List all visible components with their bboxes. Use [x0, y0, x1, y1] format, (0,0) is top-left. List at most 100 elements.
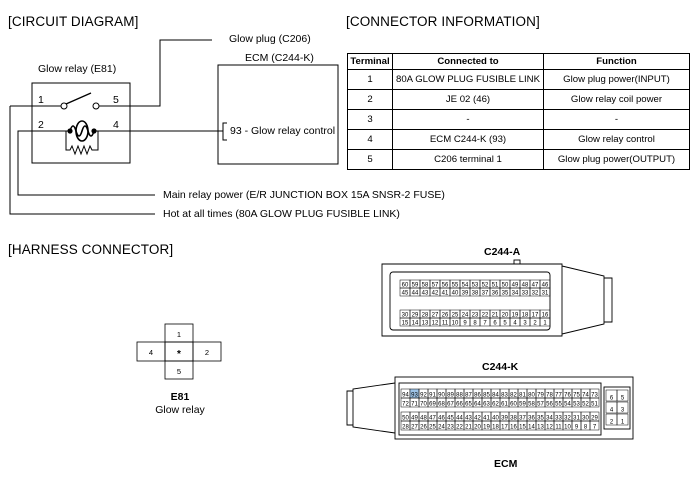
connector-pin-label: 17	[501, 425, 508, 431]
cell-terminal: 5	[347, 149, 393, 170]
connector-pin-label: 17	[532, 313, 539, 319]
connector-pin-label: 13	[422, 321, 429, 327]
connector-pin-label: 55	[555, 402, 562, 408]
connector-pin-label: 2	[533, 321, 537, 327]
cell-function: Glow relay control	[543, 129, 690, 150]
connector-pin-label: 53	[573, 402, 580, 408]
connector-pin-label: 35	[537, 416, 544, 422]
connector-pin-label: 93	[411, 393, 418, 399]
c244k-name: C244-K	[482, 361, 519, 373]
connector-pin-label: 2	[610, 420, 614, 426]
header-function: Function	[543, 53, 690, 70]
connector-pin-label: 83	[501, 393, 508, 399]
connector-pin-label: 30	[582, 416, 589, 422]
connector-pin-label: 54	[564, 402, 571, 408]
connector-pin-label: 88	[456, 393, 463, 399]
cell-terminal: 3	[347, 109, 393, 130]
connector-pin-label: 51	[492, 283, 499, 289]
connector-pin-label: 28	[402, 425, 409, 431]
connector-pin-label: 64	[474, 402, 481, 408]
connector-pin-label: 10	[564, 425, 571, 431]
connector-pin-label: 23	[447, 425, 454, 431]
connector-pin-label: 68	[438, 402, 445, 408]
connector-pin-label: 87	[465, 393, 472, 399]
connector-pin-label: 15	[519, 425, 526, 431]
relay-box	[31, 82, 131, 164]
main-relay-power-label: Main relay power (E/R JUNCTION BOX 15A S…	[163, 189, 445, 201]
connector-pin-label: 43	[465, 416, 472, 422]
wire-main-relay-power	[17, 130, 155, 196]
connector-pin-label: 3	[621, 408, 625, 414]
e81-pin-right: 2	[205, 348, 209, 357]
connector-pin-label: 16	[510, 425, 517, 431]
connector-pin-label: 70	[420, 402, 427, 408]
connector-pin-label: 38	[472, 291, 479, 297]
connector-pin-cell	[539, 287, 551, 297]
connector-pin-label: 73	[591, 393, 598, 399]
cell-function: Glow plug power(OUTPUT)	[543, 149, 690, 170]
connector-pin-label: 63	[483, 402, 490, 408]
connector-pin-label: 4	[610, 408, 614, 414]
cell-connected-to: 80A GLOW PLUG FUSIBLE LINK	[392, 69, 544, 90]
connector-pin-label: 81	[519, 393, 526, 399]
connector-pin-label: 32	[564, 416, 571, 422]
connector-pin-label: 5	[503, 321, 507, 327]
connector-pin-label: 24	[462, 313, 469, 319]
cell-terminal: 1	[347, 69, 393, 90]
connector-pin-label: 18	[522, 313, 529, 319]
connector-pin-label: 56	[546, 402, 553, 408]
connector-pin-label: 41	[483, 416, 490, 422]
connector-pin-label: 37	[482, 291, 489, 297]
table-header-row: Terminal Connected to Function	[347, 53, 690, 70]
connector-pin-label: 76	[564, 393, 571, 399]
relay-pin-1: 1	[38, 94, 44, 106]
connector-pin-label: 1	[621, 420, 625, 426]
connector-pin-label: 31	[573, 416, 580, 422]
ecm-pin-bracket	[222, 122, 227, 141]
connector-pin-label: 33	[555, 416, 562, 422]
connector-pin-label: 26	[442, 313, 449, 319]
c244a-name: C244-A	[484, 246, 521, 258]
connector-pin-label: 79	[537, 393, 544, 399]
connector-pin-label: 54	[462, 283, 469, 289]
e81-connector: 1 4 * 2 5	[136, 323, 222, 380]
connector-pin-label: 82	[510, 393, 517, 399]
connector-pin-label: 7	[593, 425, 597, 431]
connector-pin-label: 84	[492, 393, 499, 399]
e81-pin-top: 1	[177, 330, 181, 339]
connector-pin-label: 44	[412, 291, 419, 297]
connector-pin-label: 44	[456, 416, 463, 422]
cell-terminal: 4	[347, 129, 393, 150]
glow-plug-label: Glow plug (C206)	[229, 33, 311, 45]
connector-pin-label: 50	[402, 416, 409, 422]
connector-pin-label: 23	[472, 313, 479, 319]
connector-pin-label: 19	[483, 425, 490, 431]
connector-pin-label: 67	[447, 402, 454, 408]
e81-pin-bottom: 5	[177, 367, 181, 376]
connector-pin-label: 71	[411, 402, 418, 408]
connector-pin-label: 6	[610, 396, 614, 402]
connector-pin-label: 57	[432, 283, 439, 289]
ecm-pin-label: 93 - Glow relay control	[230, 125, 336, 137]
ecm-connector-label: ECM	[494, 458, 518, 470]
connector-pin-label: 26	[420, 425, 427, 431]
connector-pin-label: 66	[456, 402, 463, 408]
connector-pin-label: 77	[555, 393, 562, 399]
connector-pin-label: 8	[473, 321, 477, 327]
relay-pin-4: 4	[113, 119, 119, 131]
wire-hot-at-all-times	[9, 106, 155, 215]
connector-pin-label: 36	[492, 291, 499, 297]
connector-pin-cell	[589, 397, 600, 408]
connector-pin-label: 15	[402, 321, 409, 327]
connector-pin-label: 12	[432, 321, 439, 327]
connector-pin-label: 9	[575, 425, 579, 431]
connector-pin-label: 51	[591, 402, 598, 408]
connector-pin-label: 92	[420, 393, 427, 399]
e81-pin-left: 4	[149, 348, 153, 357]
connector-pin-label: 11	[555, 425, 562, 431]
cell-function: Glow plug power(INPUT)	[543, 69, 690, 90]
connector-pin-label: 52	[582, 402, 589, 408]
relay-pin-5: 5	[113, 94, 119, 106]
connector-pin-label: 46	[438, 416, 445, 422]
